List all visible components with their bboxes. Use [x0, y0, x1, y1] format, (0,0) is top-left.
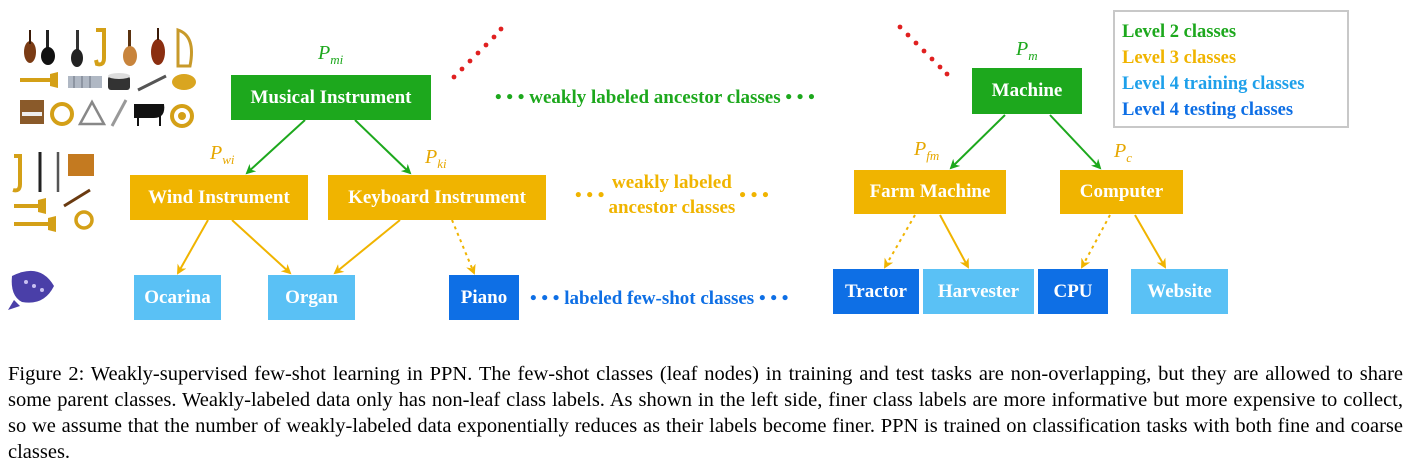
saxophone-icon — [94, 28, 106, 67]
edge-m-c — [1049, 114, 1102, 170]
instrument-thumbnails — [8, 27, 196, 310]
dots-right: • • • — [739, 184, 769, 206]
edge-wi-organ — [231, 219, 292, 275]
cymbal-icon — [172, 74, 196, 90]
edge-mi-ki — [354, 119, 412, 175]
node-tractor: Tractor — [833, 269, 919, 314]
acoustic-guitar-icon — [123, 30, 137, 66]
edge-m-fm — [949, 114, 1006, 170]
legend-level4-train: Level 4 training classes — [1122, 74, 1305, 94]
node-keyboard-instrument: Keyboard Instrument — [328, 175, 546, 220]
edge-fm-harvester — [939, 214, 969, 269]
trumpet-small-icon — [14, 198, 46, 214]
flute-icon — [137, 74, 167, 92]
dots-left: • • • — [575, 184, 605, 206]
hierarchy-diagram: Pmi Pwi Pki Pm Pfm Pc Musical Instrument… — [8, 10, 1349, 320]
horn-small-icon — [74, 210, 94, 230]
node-farm-machine: Farm Machine — [854, 170, 1006, 214]
red-ellipsis-right — [897, 24, 950, 77]
node-piano: Piano — [449, 275, 519, 320]
xylophone-icon — [68, 76, 102, 88]
annotation-level2-ancestor: • • • weakly labeled ancestor classes • … — [495, 87, 815, 108]
prototype-label-fm: Pfm — [914, 138, 940, 163]
electric-guitar-icon — [41, 30, 55, 65]
node-wind-instrument: Wind Instrument — [130, 175, 308, 220]
tuba-icon — [50, 102, 74, 126]
node-ocarina: Ocarina — [134, 275, 221, 320]
node-website: Website — [1131, 269, 1228, 314]
prototype-label-mi: Pmi — [318, 42, 344, 67]
prototype-label-wi: Pwi — [210, 142, 235, 167]
prototype-label-m: Pm — [1016, 38, 1038, 63]
clarinet-icon — [110, 99, 128, 127]
trombone-icon — [14, 216, 56, 232]
node-cpu: CPU — [1038, 269, 1108, 314]
ocarina-icon — [8, 270, 54, 310]
annotation-level3-line2: ancestor classes — [608, 197, 736, 218]
pan-flute-icon — [68, 154, 94, 176]
cello-icon — [151, 28, 165, 65]
node-musical-instrument: Musical Instrument — [231, 75, 431, 120]
edge-wi-ocarina — [177, 219, 209, 275]
saxophone-small-icon — [12, 154, 22, 193]
trumpet-icon — [20, 72, 58, 88]
legend-level2: Level 2 classes — [1122, 22, 1237, 42]
triangle-icon — [77, 99, 107, 126]
edge-fm-tractor — [884, 214, 916, 269]
legend: Level 2 classes Level 3 classes Level 4 … — [1113, 10, 1349, 128]
prototype-label-c: Pc — [1114, 140, 1132, 165]
drum-icon — [108, 73, 130, 90]
guitar-icon — [71, 30, 83, 67]
grand-piano-icon — [134, 104, 165, 126]
recorder-icon — [63, 188, 91, 208]
edge-ki-piano — [451, 219, 476, 275]
legend-level3: Level 3 classes — [1122, 48, 1237, 68]
node-harvester: Harvester — [923, 269, 1034, 314]
annotation-fewshot: • • • labeled few-shot classes • • • — [530, 288, 789, 309]
legend-level4-test: Level 4 testing classes — [1122, 100, 1294, 120]
edge-mi-wi — [245, 119, 306, 175]
node-organ: Organ — [268, 275, 355, 320]
annotation-level3-line1: weakly labeled — [611, 172, 732, 193]
node-computer: Computer — [1060, 170, 1183, 214]
annotation-level3-ancestor: • • • weakly labeled ancestor classes • … — [575, 170, 769, 220]
harp-icon — [176, 27, 193, 68]
prototype-label-ki: Pki — [425, 146, 447, 171]
edge-ki-organ — [333, 219, 401, 275]
edge-c-cpu — [1081, 214, 1111, 269]
node-machine: Machine — [972, 68, 1082, 114]
violin-icon — [24, 30, 36, 63]
figure-caption: Figure 2: Weakly-supervised few-shot lea… — [8, 363, 1403, 463]
edges-layer — [177, 24, 1166, 275]
edge-c-website — [1134, 214, 1166, 269]
organ-icon — [20, 100, 44, 124]
red-ellipsis-left — [451, 26, 504, 80]
french-horn-icon — [170, 104, 194, 128]
